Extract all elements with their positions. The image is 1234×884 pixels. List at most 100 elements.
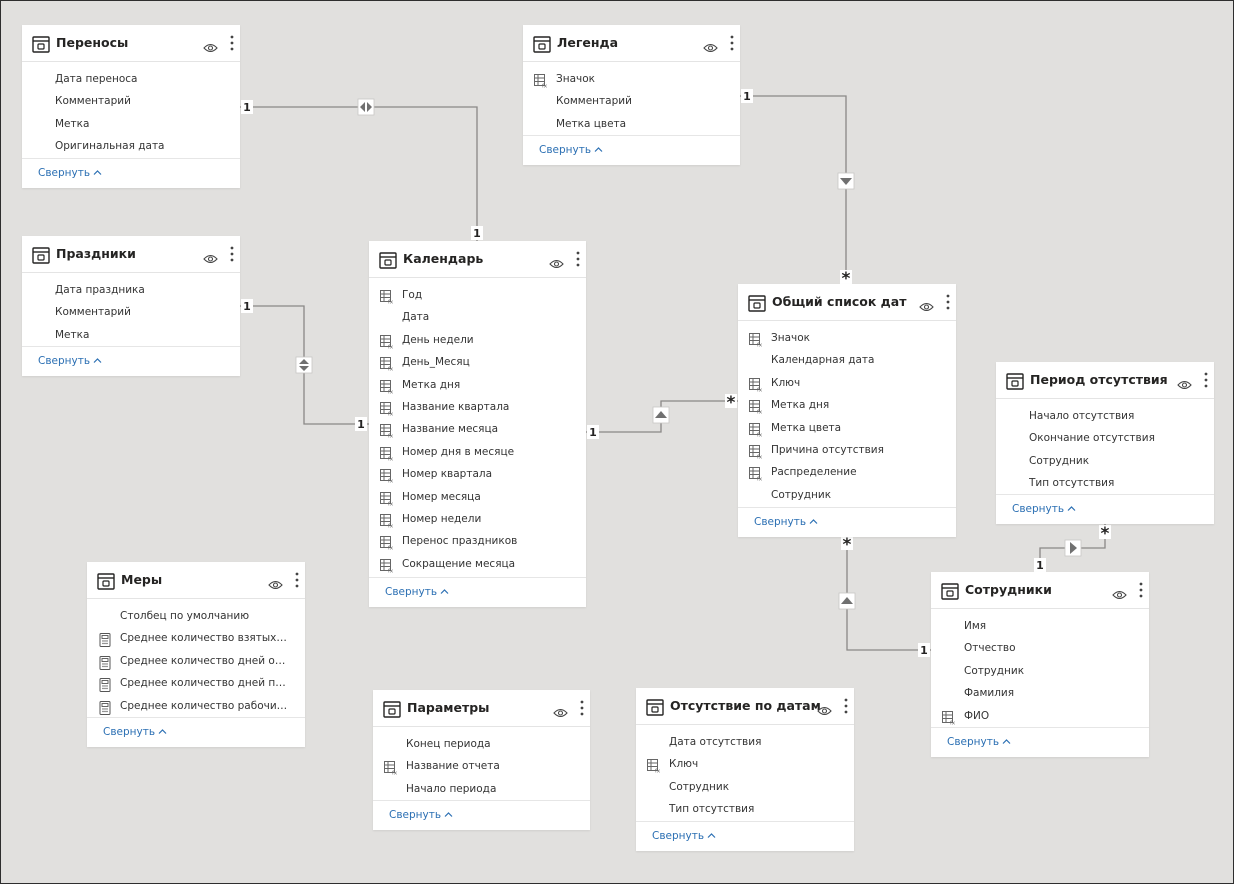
table-header[interactable]: Календарь [369, 241, 586, 278]
field-row[interactable]: Тип отсутствия [636, 800, 854, 822]
field-row[interactable]: Метка [22, 326, 240, 348]
table-header[interactable]: Период отсутствия [996, 362, 1214, 399]
more-options-icon[interactable] [576, 251, 580, 267]
collapse-link[interactable]: Свернуть [754, 516, 818, 528]
eye-icon[interactable] [1112, 585, 1127, 600]
eye-icon[interactable] [919, 297, 934, 312]
field-row[interactable]: Сотрудник [636, 778, 854, 800]
field-row[interactable]: Окончание отсутствия [996, 429, 1214, 451]
field-row[interactable]: Дата праздника [22, 281, 240, 303]
more-options-icon[interactable] [730, 35, 734, 51]
field-row[interactable]: Метка цвета [523, 115, 740, 137]
more-options-icon[interactable] [230, 246, 234, 262]
collapse-link[interactable]: Свернуть [38, 355, 102, 367]
more-options-icon[interactable] [580, 700, 584, 716]
field-row[interactable]: Фамилия [931, 684, 1149, 706]
eye-icon[interactable] [549, 254, 564, 269]
field-row[interactable]: Сотрудник [738, 486, 956, 508]
field-row[interactable]: Комментарий [523, 92, 740, 114]
field-row[interactable]: Конец периода [373, 735, 590, 757]
eye-icon[interactable] [553, 703, 568, 718]
eye-icon[interactable] [817, 701, 832, 716]
table-header[interactable]: Параметры [373, 690, 590, 727]
field-row[interactable]: Среднее количество взятых отгулов [87, 629, 305, 651]
collapse-link[interactable]: Свернуть [947, 736, 1011, 748]
eye-icon[interactable] [703, 38, 718, 53]
field-row[interactable]: Дата отсутствия [636, 733, 854, 755]
collapse-link[interactable]: Свернуть [38, 167, 102, 179]
eye-icon[interactable] [203, 38, 218, 53]
field-row[interactable]: Среднее количество дней по болезни [87, 674, 305, 696]
eye-icon[interactable] [203, 249, 218, 264]
field-row[interactable]: Среднее количество рабочих дней [87, 697, 305, 719]
field-row[interactable]: Комментарий [22, 92, 240, 114]
field-row[interactable]: Начало периода [373, 780, 590, 802]
more-options-icon[interactable] [1139, 582, 1143, 598]
field-row[interactable]: Метка [22, 115, 240, 137]
more-options-icon[interactable] [295, 572, 299, 588]
more-options-icon[interactable] [1204, 372, 1208, 388]
collapse-link[interactable]: Свернуть [539, 144, 603, 156]
more-options-icon[interactable] [946, 294, 950, 310]
collapse-link[interactable]: Свернуть [652, 830, 716, 842]
field-row[interactable]: Календарная дата [738, 351, 956, 373]
field-row[interactable]: Сотрудник [996, 452, 1214, 474]
table-header[interactable]: Сотрудники [931, 572, 1149, 609]
field-row[interactable]: Имя [931, 617, 1149, 639]
table-header[interactable]: Меры [87, 562, 305, 599]
field-row[interactable]: Дата переноса [22, 70, 240, 92]
field-row[interactable]: Дата [369, 308, 586, 330]
field-row[interactable]: Сотрудник [931, 662, 1149, 684]
collapse-link[interactable]: Свернуть [385, 586, 449, 598]
more-options-icon[interactable] [844, 698, 848, 714]
collapse-link[interactable]: Свернуть [1012, 503, 1076, 515]
eye-icon[interactable] [1177, 375, 1192, 390]
table-header[interactable]: Праздники [22, 236, 240, 273]
table-header[interactable]: Отсутствие по датам [636, 688, 854, 725]
field-row[interactable]: Комментарий [22, 303, 240, 325]
collapse-link[interactable]: Свернуть [389, 809, 453, 821]
more-options-icon[interactable] [230, 35, 234, 51]
collapse-link[interactable]: Свернуть [103, 726, 167, 738]
field-row[interactable]: Оригинальная дата [22, 137, 240, 159]
table-header[interactable]: Общий список дат [738, 284, 956, 321]
table-header[interactable]: Переносы [22, 25, 240, 62]
field-row[interactable]: Отчество [931, 639, 1149, 661]
table-header[interactable]: Легенда [523, 25, 740, 62]
eye-icon[interactable] [268, 575, 283, 590]
field-row[interactable]: Среднее количество дней отпуска [87, 652, 305, 674]
field-row[interactable]: Начало отсутствия [996, 407, 1214, 429]
